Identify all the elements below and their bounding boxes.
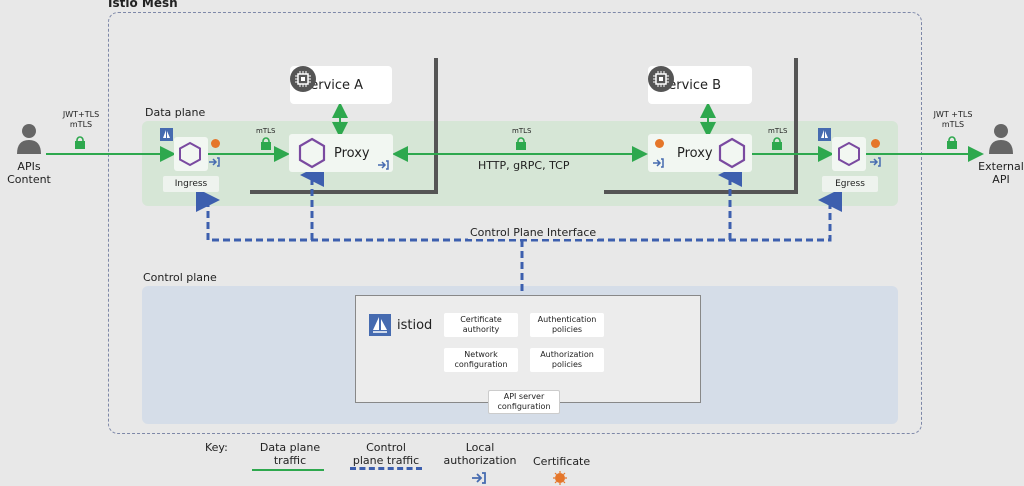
service-a-label: Service A <box>302 77 364 93</box>
service-a[interactable]: Service A <box>290 66 392 104</box>
control-plane-interface-label: Control Plane Interface <box>468 226 599 239</box>
istio-mesh-boundary <box>108 12 922 434</box>
key-title: Key: <box>205 441 228 454</box>
key-control-plane-traffic: Control plane traffic <box>352 441 420 467</box>
key-local-authorization: Local authorization <box>443 441 517 467</box>
proxy-a[interactable] <box>289 134 393 172</box>
key-certificate: Certificate <box>533 455 591 468</box>
mtls-label: mTLS <box>512 127 532 135</box>
control-plane-interface-line <box>196 188 842 242</box>
certificate-icon <box>655 139 664 148</box>
proxy-b-label: Proxy <box>677 146 713 161</box>
authorization-policies: Authorization policies <box>530 348 604 372</box>
certificate-icon <box>211 139 220 148</box>
mesh-title: Istio Mesh <box>108 0 178 10</box>
service-b[interactable]: Service B <box>648 66 752 104</box>
mtls-label: mTLS <box>768 127 788 135</box>
service-b-label: Service B <box>660 77 722 93</box>
key-control-plane-line <box>350 467 422 470</box>
key-data-plane-traffic: Data plane traffic <box>259 441 321 467</box>
person-icon-right <box>988 122 1014 154</box>
protocol-label: HTTP, gRPC, TCP <box>478 159 570 172</box>
certificate-icon <box>871 139 880 148</box>
api-server-configuration: API server configuration <box>488 390 560 414</box>
key-data-plane-line <box>252 469 324 471</box>
istiod-box[interactable] <box>355 295 701 403</box>
proxy-a-label: Proxy <box>334 146 370 161</box>
istiod-label: istiod <box>397 318 433 333</box>
data-plane-label: Data plane <box>145 106 206 119</box>
ingress-label: Ingress <box>163 176 219 192</box>
control-plane-label: Control plane <box>143 271 217 284</box>
mtls-label: mTLS <box>256 127 276 135</box>
authentication-policies: Authentication policies <box>530 313 604 337</box>
network-configuration: Network configuration <box>444 348 518 372</box>
certificate-authority: Certificate authority <box>444 313 518 337</box>
person-icon-left <box>16 122 42 154</box>
egress-label: Egress <box>822 176 878 192</box>
